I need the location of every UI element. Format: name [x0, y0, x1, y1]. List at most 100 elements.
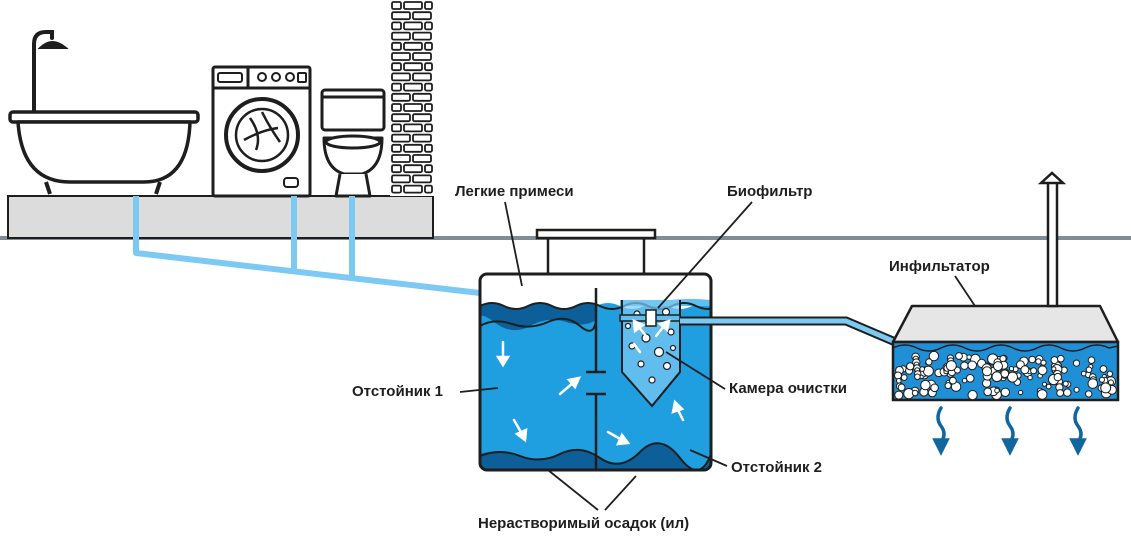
gravel-stone — [961, 377, 968, 384]
gravel-stone — [1087, 378, 1099, 389]
brick — [424, 164, 433, 174]
brick — [403, 1, 423, 10]
brick — [424, 1, 433, 10]
brick — [391, 52, 411, 61]
arrow-up-right-icon — [654, 319, 671, 338]
infiltrator-pipe — [680, 316, 902, 349]
brick — [424, 41, 433, 51]
arrow-up-left-icon — [632, 318, 648, 338]
gravel-stone — [1036, 389, 1048, 400]
arrow-down-right-icon — [606, 430, 631, 446]
brick — [391, 143, 402, 153]
brick — [391, 133, 411, 143]
brick — [403, 62, 423, 72]
gravel-stone — [1099, 376, 1105, 383]
gravel-stone — [922, 365, 934, 377]
gravel-stone — [925, 358, 933, 366]
gravel-stone — [1042, 381, 1047, 387]
brick — [412, 92, 432, 102]
gravel-stone — [1045, 383, 1052, 390]
gravel-stone — [1085, 390, 1093, 398]
gravel-stone — [967, 360, 978, 371]
bathtub-icon — [8, 110, 200, 195]
gravel-stone — [982, 366, 992, 377]
gravel-stone — [1027, 374, 1033, 381]
gravel-stone — [1085, 366, 1093, 374]
brick — [391, 92, 411, 102]
brick — [403, 103, 423, 112]
gravel-stone — [914, 373, 921, 381]
arrow-up-icon — [671, 399, 685, 422]
gravel-stone — [1073, 386, 1080, 393]
brick — [391, 154, 411, 163]
brick — [424, 123, 433, 133]
gravel-stone — [1057, 354, 1065, 363]
brick — [403, 143, 423, 153]
brick — [391, 31, 411, 41]
brick — [391, 113, 411, 123]
gravel-stone — [949, 376, 957, 385]
washing-machine-icon — [211, 65, 312, 198]
vent-pipe-icon — [1037, 171, 1067, 308]
gravel-stone — [1108, 379, 1114, 386]
label-sediment: Нерастворимый осадок (ил) — [478, 515, 690, 532]
gravel-stone — [983, 387, 993, 397]
gravel-stone — [1035, 358, 1042, 365]
gravel-stone — [920, 379, 931, 391]
gravel-stone — [1028, 355, 1036, 364]
brick — [412, 72, 432, 82]
gravel-stone — [1051, 366, 1057, 372]
gravel-stone — [896, 378, 902, 384]
gravel-stone — [1062, 380, 1069, 387]
brick-wall-icon — [390, 0, 434, 196]
brick — [391, 174, 411, 184]
label-biofilter: Биофильтр — [727, 183, 813, 200]
brick — [403, 21, 423, 31]
leader-lines — [459, 201, 976, 511]
label-cleaning-chamber: Камера очистки — [729, 380, 847, 397]
gravel-stone — [1050, 356, 1059, 365]
gravel-stone — [928, 350, 940, 362]
label-settler-1: Отстойник 1 — [352, 383, 443, 400]
brick — [391, 164, 402, 174]
arrow-up-right-icon — [558, 376, 582, 396]
shower-icon — [32, 30, 69, 115]
brick — [391, 1, 402, 10]
brick — [412, 154, 432, 163]
gravel-stone — [955, 352, 963, 360]
gravel-stone — [906, 362, 915, 371]
brick — [391, 103, 402, 112]
gravel-stone — [1099, 365, 1108, 373]
gravel-stone — [1007, 371, 1018, 383]
gravel-stone — [1080, 370, 1087, 377]
gravel-stone — [1056, 389, 1064, 397]
gravel-stone — [1000, 387, 1010, 397]
brick — [403, 184, 423, 194]
brick — [403, 164, 423, 174]
tank-hatch — [535, 228, 657, 274]
gravel-stone — [965, 374, 975, 383]
brick — [391, 82, 402, 92]
brick — [391, 41, 402, 51]
brick — [412, 174, 432, 184]
gravel-stone — [994, 387, 1000, 394]
gravel-stone — [897, 383, 906, 392]
arrow-up-left-icon — [632, 342, 642, 354]
brick — [424, 143, 433, 153]
filter-bubbles — [624, 307, 677, 384]
brick — [424, 21, 433, 31]
gravel-stone — [1018, 389, 1024, 396]
brick — [403, 123, 423, 133]
brick — [391, 123, 402, 133]
gravel-stone — [945, 360, 957, 372]
brick — [424, 184, 433, 194]
gravel-stone — [966, 354, 972, 360]
gravel-stone — [944, 382, 952, 390]
brick — [412, 31, 432, 41]
brick — [424, 103, 433, 112]
brick — [424, 62, 433, 72]
gravel-stone — [894, 371, 902, 380]
gravel-stone — [991, 371, 1003, 383]
arrow-down-icon — [495, 340, 511, 368]
